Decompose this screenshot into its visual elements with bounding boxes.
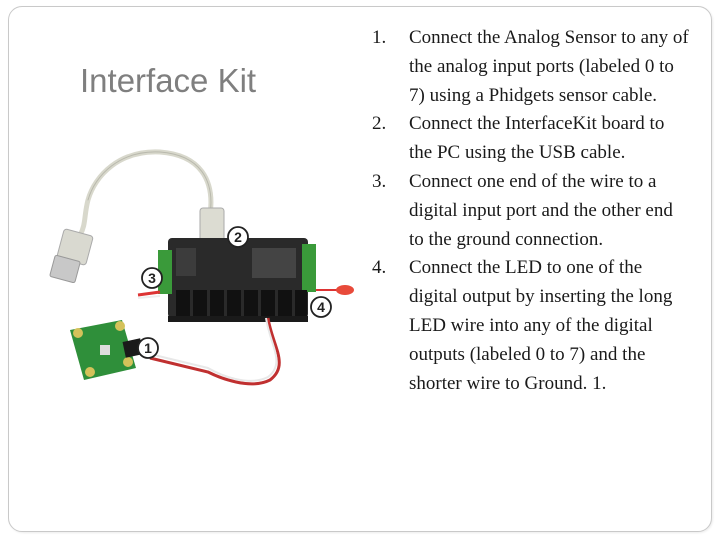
- svg-text:2: 2: [234, 229, 242, 245]
- callout-4-icon: 4: [310, 296, 332, 318]
- terminal-block-right: [302, 244, 316, 292]
- digital-input-wire-2: [137, 295, 161, 299]
- svg-text:1: 1: [144, 340, 152, 356]
- digital-input-wire: [137, 290, 161, 297]
- slide-frame: [8, 6, 712, 532]
- instruction-item: 4. Connect the LED to one of the digital…: [372, 254, 692, 398]
- led-icon: [336, 285, 354, 295]
- callout-1-icon: 1: [137, 337, 159, 359]
- instruction-item: 1. Connect the Analog Sensor to any of t…: [372, 24, 692, 110]
- usb-cable: [77, 149, 214, 238]
- svg-text:4: 4: [317, 299, 325, 315]
- callout-2-icon: 2: [227, 226, 249, 248]
- svg-text:3: 3: [148, 270, 156, 286]
- step-text: Connect the Analog Sensor to any of the …: [409, 27, 689, 106]
- instruction-list: 1. Connect the Analog Sensor to any of t…: [372, 24, 692, 398]
- slide-title: Interface Kit: [80, 62, 257, 99]
- instruction-item: 2. Connect the InterfaceKit board to the…: [372, 110, 692, 168]
- sensor-cable: [149, 317, 281, 386]
- usb-cable-shadow: [87, 151, 212, 216]
- interface-kit-board: [158, 238, 316, 322]
- analog-sensor-board: [70, 320, 144, 380]
- step-number: 2.: [372, 113, 387, 135]
- step-text: Connect one end of the wire to a digital…: [409, 170, 673, 250]
- instruction-item: 3. Connect one end of the wire to a digi…: [372, 168, 692, 254]
- interface-kit-photo: 1 2 3 4: [49, 149, 354, 386]
- step-text: Connect the LED to one of the digital ou…: [409, 257, 673, 394]
- step-number: 4.: [372, 257, 387, 279]
- step-number: 1.: [372, 27, 387, 48]
- callout-3-icon: 3: [141, 267, 163, 289]
- usb-a-plug-icon: [49, 228, 94, 284]
- step-number: 3.: [372, 170, 387, 192]
- analog-ports: [176, 290, 307, 316]
- step-text: Connect the InterfaceKit board to the PC…: [409, 113, 665, 164]
